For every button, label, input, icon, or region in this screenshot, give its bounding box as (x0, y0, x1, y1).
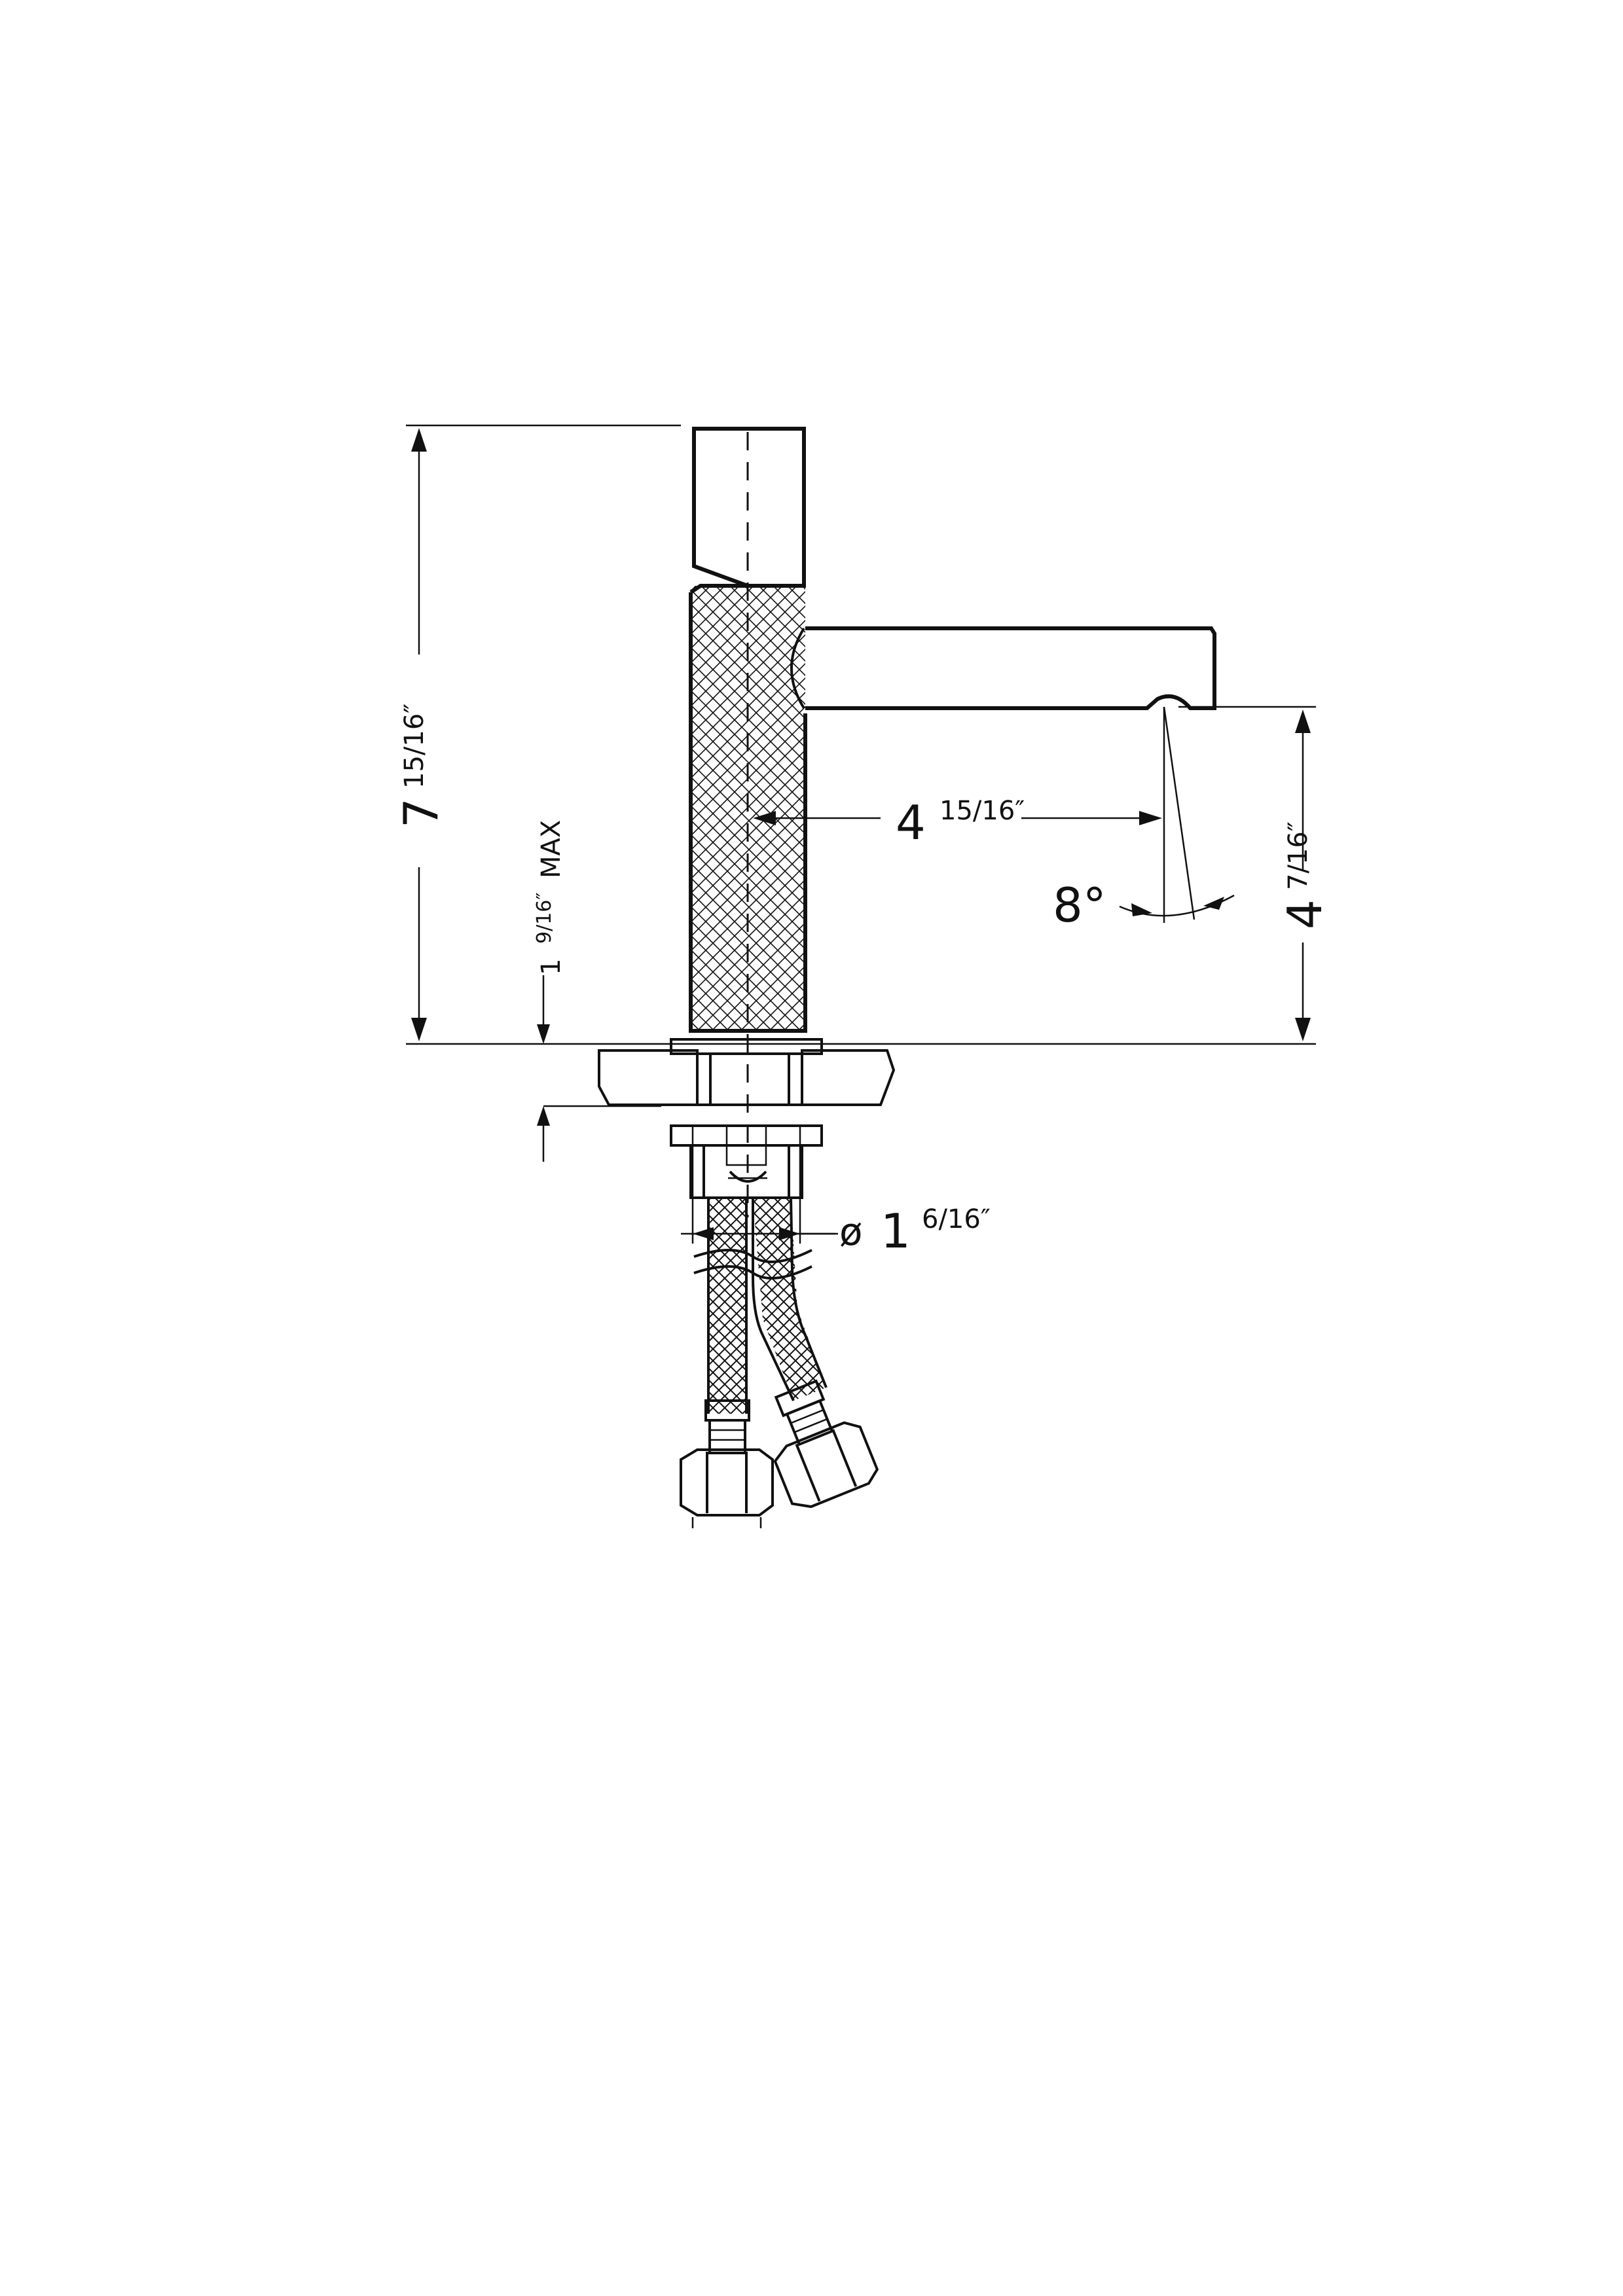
diameter-whole: 1 (881, 1204, 911, 1259)
dim-label-spout-angle: 8° (1053, 878, 1106, 933)
total-height-whole: 7 (393, 798, 448, 828)
faucet-body (689, 427, 1216, 1217)
spout-height-fraction: 7/16″ (1283, 821, 1313, 890)
diameter-symbol: ø (839, 1210, 863, 1254)
spout-reach-fraction: 15/16″ (939, 796, 1025, 826)
dim-label-spout-reach: 4 15/16″ (896, 795, 1025, 850)
dim-label-body-diameter: ø 1 6/16″ (839, 1204, 991, 1259)
dim-label-spout-height: 4 7/16″ (1277, 821, 1332, 929)
spout-height-whole: 4 (1277, 899, 1332, 929)
counter-thickness-max: MAX (536, 820, 566, 878)
supply-hoses (680, 1197, 879, 1528)
counter-thickness-fraction: 9/16″ (533, 892, 556, 944)
dim-label-counter-thickness: 1 9/16″ MAX (533, 820, 566, 975)
countertop (598, 1038, 896, 1199)
counter-thickness-whole: 1 (536, 959, 566, 975)
total-height-fraction: 15/16″ (399, 704, 429, 789)
diameter-fraction: 6/16″ (922, 1204, 991, 1234)
dim-label-total-height: 7 15/16″ (393, 704, 448, 828)
spout-reach-whole: 4 (896, 795, 926, 850)
